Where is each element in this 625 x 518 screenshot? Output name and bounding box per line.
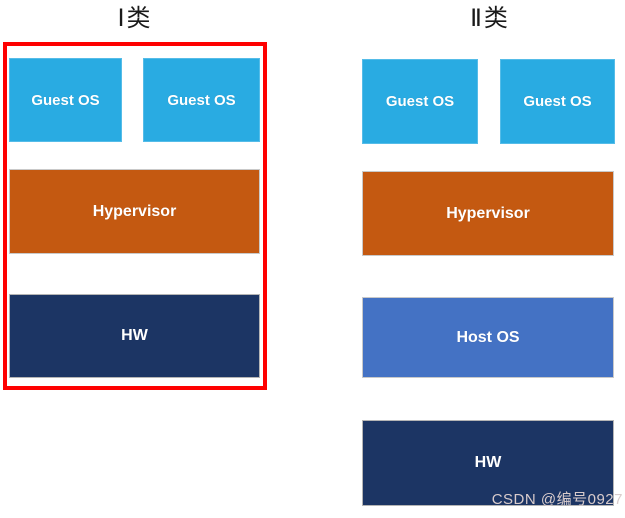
type2-title: Ⅱ类 [470, 5, 510, 32]
type1-title: Ⅰ类 [117, 5, 153, 32]
type1-guest-os-box-2: Guest OS [143, 58, 260, 142]
type2-hypervisor-box: Hypervisor [362, 171, 614, 256]
type2-guest-os-box-2: Guest OS [500, 59, 615, 144]
type2-hardware-box: HW [362, 420, 614, 506]
type1-guest-os-box-1: Guest OS [9, 58, 122, 142]
type1-highlight-frame [3, 42, 267, 390]
type2-guest-os-box-1: Guest OS [362, 59, 478, 144]
csdn-watermark: CSDN @编号0927 [491, 491, 623, 508]
type1-hypervisor-box: Hypervisor [9, 169, 260, 254]
type2-host-os-box: Host OS [362, 297, 614, 378]
type1-hardware-box: HW [9, 294, 260, 378]
